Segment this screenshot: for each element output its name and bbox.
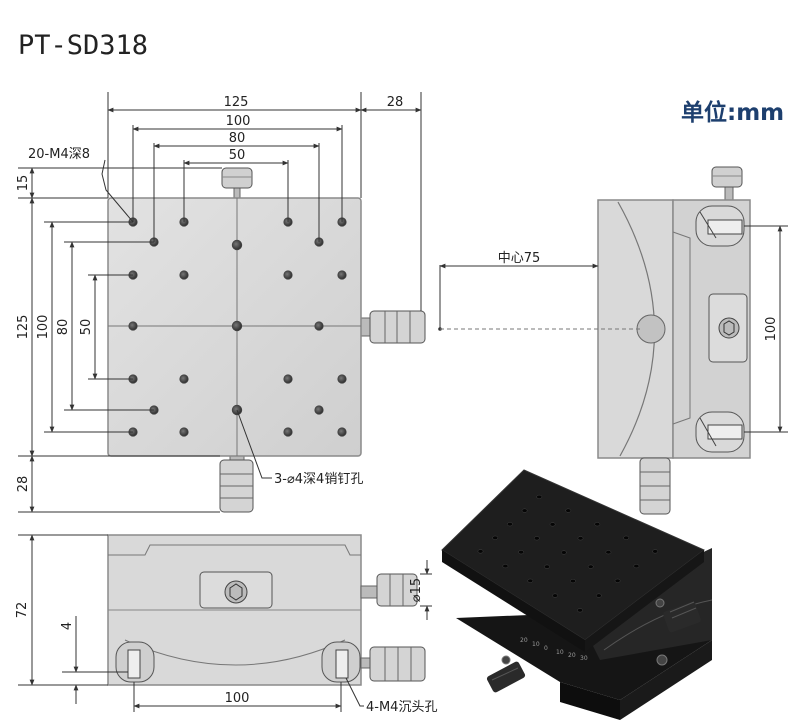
- dim-28-v: 28: [16, 476, 31, 493]
- product-photo: 20 10 0 10 20 30: [441, 469, 713, 720]
- pin-hole: [231, 239, 243, 251]
- pin-hole: [231, 320, 243, 332]
- svg-text:10: 10: [532, 641, 540, 648]
- page-title: PT-SD318: [18, 30, 149, 61]
- dim-small-4: 4: [60, 622, 75, 630]
- top-view: 125 28 100 80 50 15 125 28 100 80: [16, 92, 426, 513]
- dim-125-v: 125: [16, 315, 31, 340]
- dim-15-v: 15: [16, 175, 31, 192]
- callout-pin-holes: 3-⌀4深4销钉孔: [274, 472, 363, 487]
- photo-hole: [502, 564, 509, 569]
- threaded-hole: [337, 374, 347, 384]
- dim-125-h: 125: [224, 95, 249, 110]
- photo-hole: [518, 550, 524, 555]
- threaded-hole: [179, 374, 189, 384]
- threaded-hole: [179, 270, 189, 280]
- dim-knob-15: ⌀15: [409, 578, 424, 602]
- threaded-hole: [314, 321, 324, 331]
- photo-hole: [477, 549, 484, 554]
- photo-knob-right: [663, 601, 701, 633]
- photo-hole: [552, 593, 558, 598]
- threaded-hole: [283, 270, 293, 280]
- photo-hole: [507, 522, 513, 527]
- photo-hole: [594, 522, 601, 527]
- threaded-hole: [283, 427, 293, 437]
- photo-hole: [544, 564, 550, 569]
- dim-100-v: 100: [36, 315, 51, 340]
- knob-bottom: [219, 455, 254, 513]
- photo-hole: [587, 564, 594, 569]
- photo-hole: [577, 608, 583, 613]
- threaded-hole: [283, 374, 293, 384]
- knob-right: [360, 310, 426, 344]
- unit-label: 单位:mm: [681, 100, 785, 126]
- dim-height-72: 72: [15, 602, 30, 619]
- dim-100-h: 100: [226, 114, 251, 129]
- svg-text:20: 20: [520, 637, 528, 644]
- svg-text:0: 0: [544, 645, 548, 652]
- dim-bottom-100: 100: [225, 691, 250, 706]
- top-dimensions: [107, 92, 422, 311]
- photo-hole: [595, 593, 602, 598]
- threaded-hole: [314, 405, 324, 415]
- threaded-hole: [337, 270, 347, 280]
- photo-scale: 20 10 0 10 20 30: [520, 637, 588, 662]
- svg-text:10: 10: [556, 649, 564, 656]
- photo-holes: [477, 494, 659, 613]
- callout-threaded-holes: 20-M4深8: [28, 147, 90, 162]
- front-view: 72 4 ⌀15 100 4-M4沉头孔: [15, 534, 437, 715]
- svg-text:20: 20: [568, 652, 576, 659]
- photo-hole: [560, 550, 567, 555]
- photo-hole: [633, 564, 640, 569]
- dim-28-h: 28: [387, 95, 404, 110]
- photo-hole: [565, 508, 572, 513]
- photo-hole: [536, 494, 543, 499]
- top-dimensions-vertical: [18, 167, 222, 513]
- photo-hole: [533, 536, 540, 541]
- photo-hole: [623, 535, 630, 540]
- photo-hole: [527, 578, 534, 583]
- photo-hole: [570, 579, 576, 584]
- photo-hole: [577, 536, 584, 541]
- dim-center-75: 中心75: [498, 251, 541, 266]
- knob-top: [221, 167, 253, 199]
- photo-hole: [652, 549, 659, 554]
- side-view: 中心75 100: [438, 166, 788, 515]
- threaded-hole: [337, 427, 347, 437]
- photo-hole: [605, 550, 612, 555]
- threaded-hole: [179, 427, 189, 437]
- callout-countersunk-holes: 4-M4沉头孔: [366, 700, 437, 715]
- dim-80-h: 80: [229, 131, 246, 146]
- dim-side-100: 100: [764, 317, 779, 342]
- photo-hole: [549, 522, 556, 527]
- photo-hole: [614, 578, 621, 583]
- dim-50-v: 50: [79, 319, 94, 336]
- photo-knob-left: [486, 661, 526, 693]
- svg-text:30: 30: [580, 655, 588, 662]
- dim-50-h: 50: [229, 148, 246, 163]
- photo-hole: [492, 535, 499, 540]
- threaded-hole: [128, 321, 138, 331]
- photo-hole: [521, 508, 528, 513]
- dim-80-v: 80: [56, 319, 71, 336]
